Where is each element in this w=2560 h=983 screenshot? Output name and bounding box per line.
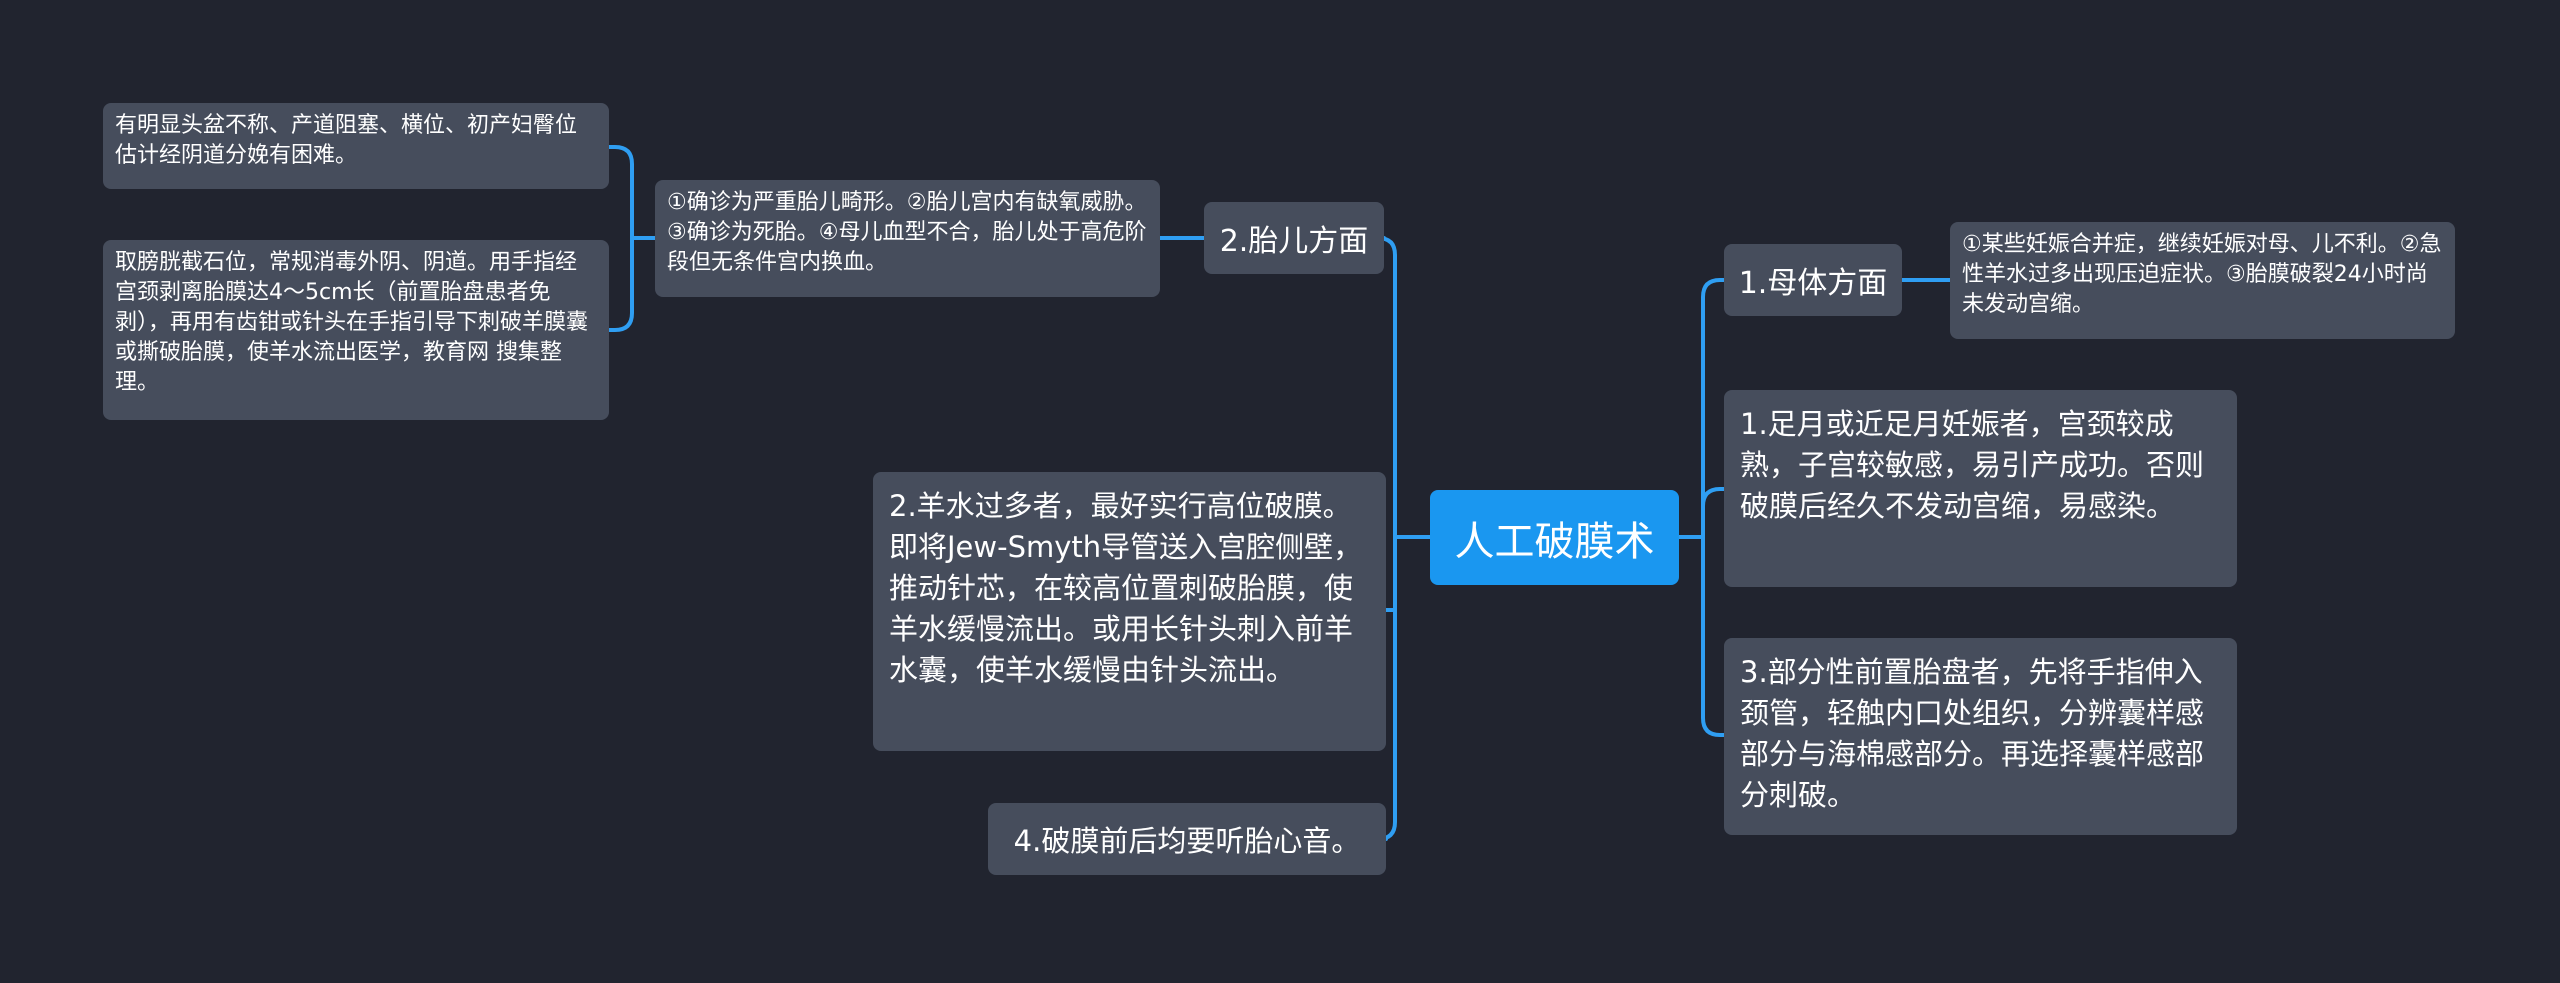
note-fetus-2[interactable]: 取膀胱截石位，常规消毒外阴、阴道。用手指经宫颈剥离胎膜达4～5cm长（前置胎盘患… bbox=[103, 240, 609, 420]
topic-mother[interactable]: 1.母体方面 bbox=[1724, 244, 1902, 316]
detail-heartbeat[interactable]: 4.破膜前后均要听胎心音。 bbox=[988, 803, 1386, 875]
detail-polyhydramnios[interactable]: 2.羊水过多者，最好实行高位破膜。即将Jew-Smyth导管送入宫腔侧壁，推动针… bbox=[873, 472, 1386, 751]
detail-fetus[interactable]: ①确诊为严重胎儿畸形。②胎儿宫内有缺氧威胁。③确诊为死胎。④母儿血型不合，胎儿处… bbox=[655, 180, 1160, 297]
note-fetus-1[interactable]: 有明显头盆不称、产道阻塞、横位、初产妇臀位估计经阴道分娩有困难。 bbox=[103, 103, 609, 189]
connector-right-placenta bbox=[1701, 535, 1726, 737]
detail-placenta[interactable]: 3.部分性前置胎盘者，先将手指伸入颈管，轻触内口处组织，分辨囊样感部分与海棉感部… bbox=[1724, 638, 2237, 835]
connector-right-full-term bbox=[1701, 487, 1726, 539]
connector-note-2 bbox=[607, 236, 634, 332]
root-node[interactable]: 人工破膜术 bbox=[1430, 490, 1679, 585]
connector-note-1 bbox=[607, 145, 634, 240]
connector-right-mother bbox=[1701, 278, 1726, 539]
detail-mother[interactable]: ①某些妊娠合并症，继续妊娠对母、儿不利。②急性羊水过多出现压迫症状。③胎膜破裂2… bbox=[1950, 222, 2455, 339]
topic-fetus[interactable]: 2.胎儿方面 bbox=[1204, 202, 1384, 274]
detail-full-term[interactable]: 1.足月或近足月妊娠者，宫颈较成熟，子宫较敏感，易引产成功。否则破膜后经久不发动… bbox=[1724, 390, 2237, 587]
